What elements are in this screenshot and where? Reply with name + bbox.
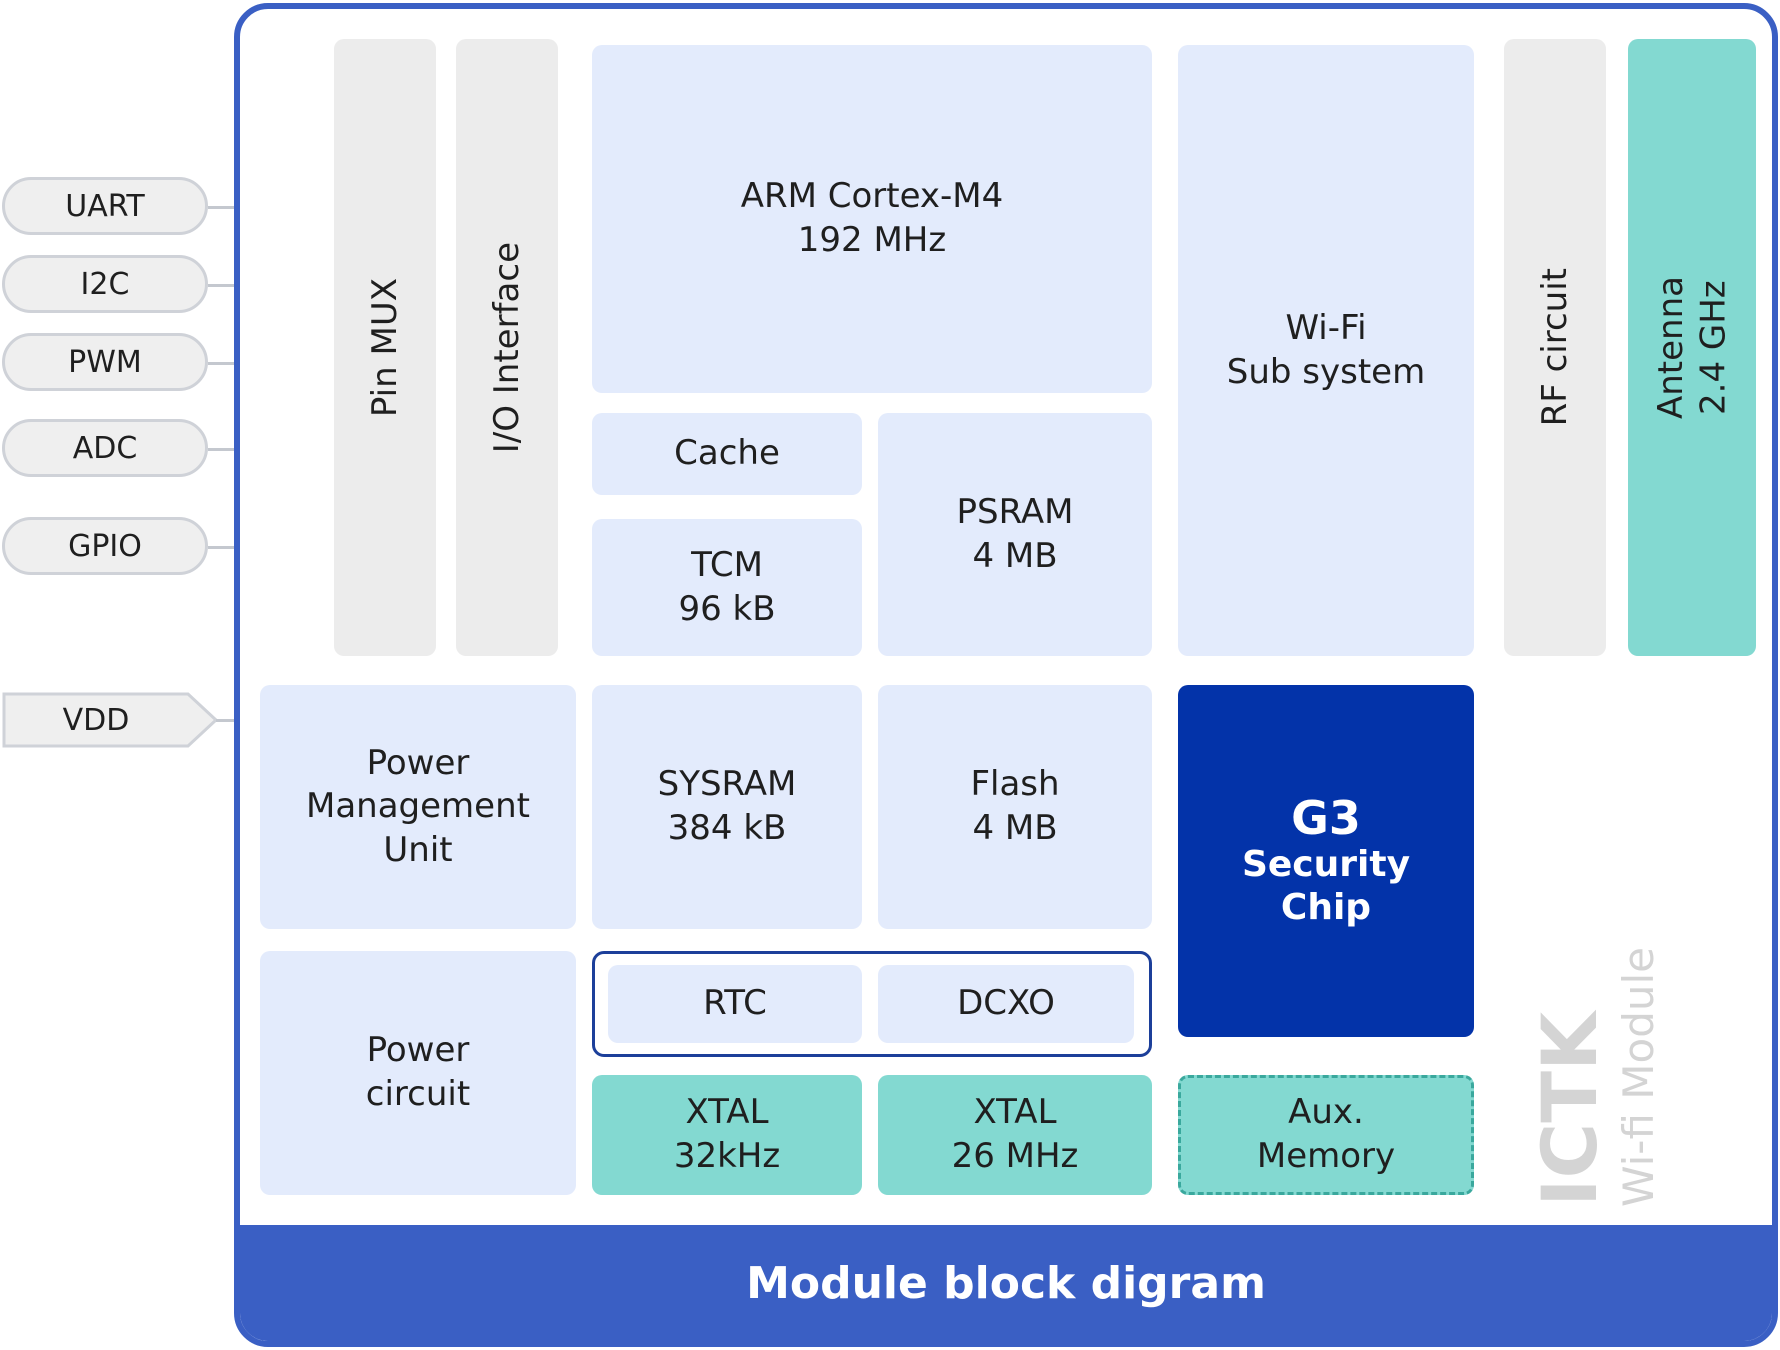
brand-name: ICTK: [1525, 1012, 1614, 1207]
module-frame: Pin MUX I/O Interface ARM Cortex-M4 192 …: [234, 3, 1778, 1347]
vdd-arrow: [2, 692, 219, 748]
sysram-name: SYSRAM: [657, 764, 797, 805]
gpio-pill: GPIO: [2, 517, 208, 575]
dcxo-block: DCXO: [878, 965, 1134, 1043]
xtal-26-freq: 26 MHz: [951, 1136, 1079, 1176]
sysram-size: 384 kB: [667, 808, 787, 848]
pwm-pill: PWM: [2, 333, 208, 391]
arm-cortex-block: ARM Cortex-M4 192 MHz: [592, 45, 1152, 393]
wifi-subsystem-block: Wi-Fi Sub system: [1178, 45, 1474, 656]
xtal-26-name: XTAL: [973, 1092, 1057, 1133]
io-interface-label: I/O Interface: [486, 241, 527, 454]
flash-name: Flash: [970, 764, 1060, 805]
pin-mux-label: Pin MUX: [364, 277, 405, 418]
pmu-line3: Unit: [383, 829, 453, 870]
sysram-block: SYSRAM 384 kB: [592, 685, 862, 929]
power-circuit-line2: circuit: [365, 1074, 471, 1114]
pmu-block: Power Management Unit: [260, 685, 576, 929]
rtc-label: RTC: [703, 983, 767, 1024]
rf-circuit-block: RF circuit: [1504, 39, 1606, 656]
antenna-name: Antenna: [1650, 276, 1691, 419]
g3-title: G3: [1291, 790, 1361, 845]
g3-line2: Chip: [1280, 887, 1372, 929]
pin-mux-block: Pin MUX: [334, 39, 436, 656]
aux-memory-block: Aux. Memory: [1178, 1075, 1474, 1195]
aux-memory-line1: Aux.: [1288, 1092, 1364, 1133]
tcm-block: TCM 96 kB: [592, 519, 862, 656]
wifi-name: Wi-Fi: [1285, 307, 1367, 348]
rtc-block: RTC: [608, 965, 862, 1043]
i2c-pill: I2C: [2, 255, 208, 313]
adc-label: ADC: [72, 430, 138, 466]
brand-watermark: ICTK Wi-fi Module: [1525, 917, 1742, 1207]
cache-label: Cache: [674, 433, 780, 474]
brand-subtitle: Wi-fi Module: [1614, 947, 1663, 1207]
wifi-sub: Sub system: [1226, 351, 1426, 392]
power-circuit-block: Power circuit: [260, 951, 576, 1195]
tcm-size: 96 kB: [678, 588, 776, 629]
uart-label: UART: [65, 188, 145, 224]
footer-title: Module block digram: [746, 1257, 1266, 1309]
pmu-line2: Management: [306, 786, 530, 827]
vdd-label: VDD: [62, 702, 130, 738]
aux-memory-line2: Memory: [1256, 1136, 1396, 1176]
dcxo-label: DCXO: [957, 983, 1055, 1024]
footer-banner: Module block digram: [240, 1225, 1772, 1341]
psram-name: PSRAM: [956, 491, 1074, 532]
xtal-26mhz-block: XTAL 26 MHz: [878, 1075, 1152, 1195]
psram-size: 4 MB: [972, 535, 1058, 576]
g3-line1: Security: [1241, 844, 1411, 886]
flash-size: 4 MB: [972, 808, 1058, 848]
pmu-line1: Power: [366, 742, 470, 783]
xtal-32khz-block: XTAL 32kHz: [592, 1075, 862, 1195]
gpio-label: GPIO: [68, 528, 142, 564]
uart-pill: UART: [2, 177, 208, 235]
adc-pill: ADC: [2, 419, 208, 477]
g3-security-chip-block: G3 Security Chip: [1178, 685, 1474, 1037]
io-interface-block: I/O Interface: [456, 39, 558, 656]
antenna-freq: 2.4 GHz: [1693, 280, 1733, 415]
arm-freq: 192 MHz: [797, 220, 947, 260]
xtal-32-name: XTAL: [685, 1092, 769, 1133]
xtal-32-freq: 32kHz: [673, 1136, 781, 1176]
flash-block: Flash 4 MB: [878, 685, 1152, 929]
power-circuit-line1: Power: [366, 1030, 470, 1071]
rf-circuit-label: RF circuit: [1534, 268, 1575, 427]
cache-block: Cache: [592, 413, 862, 495]
pwm-label: PWM: [68, 344, 142, 380]
psram-block: PSRAM 4 MB: [878, 413, 1152, 656]
arm-name: ARM Cortex-M4: [740, 176, 1004, 217]
tcm-name: TCM: [691, 544, 763, 585]
i2c-label: I2C: [80, 266, 130, 302]
